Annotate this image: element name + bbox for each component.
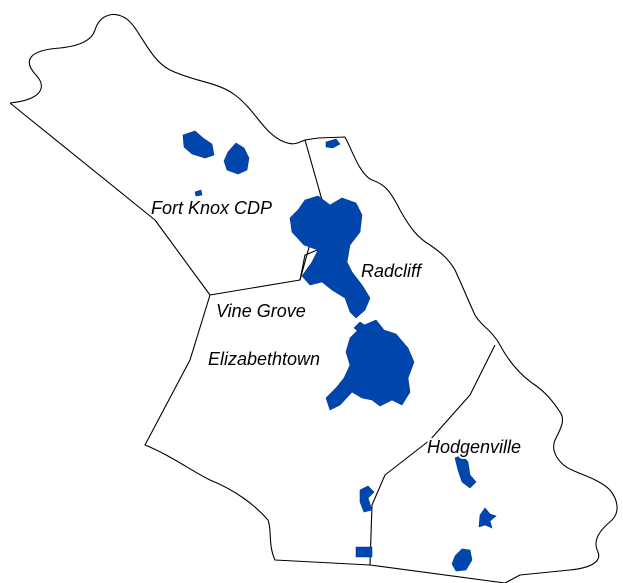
urban-area-west-strip: [359, 485, 375, 513]
urban-area-elizabethtown: [325, 319, 415, 411]
urban-area-speck: [194, 189, 203, 197]
urban-area-southwest-block: [355, 546, 373, 558]
urban-area-hodgenville: [454, 454, 477, 489]
label-fort-knox: Fort Knox CDP: [151, 198, 272, 218]
label-elizabethtown: Elizabethtown: [208, 349, 320, 369]
region-outline: [9, 14, 618, 583]
internal-boundary-3: [369, 344, 496, 566]
label-radcliff: Radcliff: [361, 261, 423, 281]
urban-area-fort-knox-east: [223, 142, 250, 175]
urban-area-north-small: [325, 138, 341, 149]
label-hodgenville: Hodgenville: [427, 437, 521, 457]
label-vine-grove: Vine Grove: [216, 301, 306, 321]
urban-area-fort-knox-west: [182, 130, 215, 159]
urban-area-radcliff-corridor: [289, 195, 371, 319]
urban-area-elizabethtown-fringe: [353, 321, 367, 335]
urban-area-south-oval: [451, 548, 473, 572]
region-outline-southwest: [9, 102, 506, 583]
urban-area-south-star: [478, 507, 497, 529]
